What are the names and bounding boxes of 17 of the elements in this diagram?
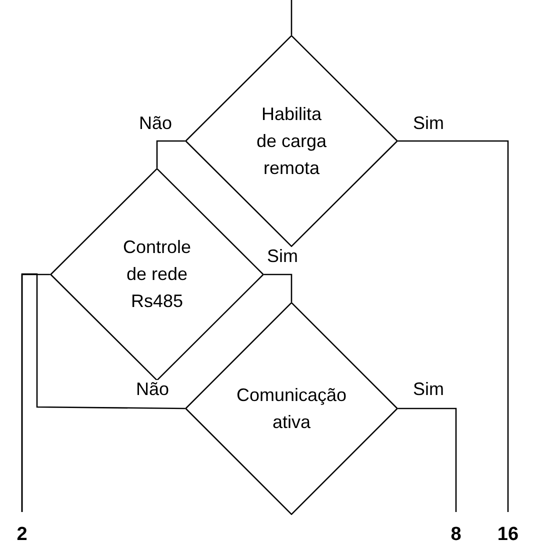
connector-line — [290, 0, 292, 35]
connector-line — [398, 140, 509, 512]
connector-line — [398, 408, 457, 512]
terminal-label: 16 — [490, 512, 526, 546]
decision-text: Controle de rede Rs485 — [122, 236, 192, 313]
terminal-label: 2 — [4, 512, 40, 546]
connector-line — [21, 273, 185, 512]
connector-line — [264, 274, 292, 302]
terminal-label: 8 — [438, 512, 474, 546]
edge-label: Sim — [412, 380, 445, 398]
decision-text: Habilita de carga remota — [255, 102, 328, 180]
edge-label: Não — [138, 114, 174, 132]
decision-text: Comunicação ativa — [236, 384, 348, 434]
edge-label: Sim — [412, 114, 445, 132]
edge-label: Sim — [266, 247, 299, 265]
connector-line — [156, 140, 185, 168]
edge-label: Não — [135, 380, 170, 398]
